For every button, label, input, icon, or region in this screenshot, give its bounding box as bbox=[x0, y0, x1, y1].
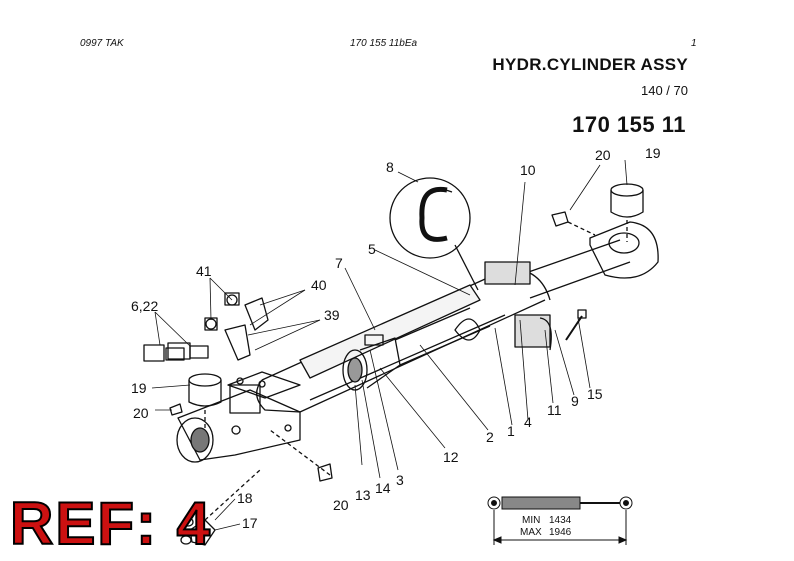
port-block bbox=[227, 371, 301, 399]
rod-eye bbox=[589, 221, 659, 279]
callout-label: 10 bbox=[520, 162, 536, 178]
header-doc-number: 170 155 11bEa bbox=[350, 38, 418, 49]
bushings bbox=[188, 183, 644, 430]
leader-lines bbox=[151, 159, 628, 531]
min-length-label: MIN bbox=[522, 515, 541, 526]
callout-label: 6,22 bbox=[131, 298, 159, 314]
callout-label: 20 bbox=[333, 497, 349, 513]
callout-label: 39 bbox=[324, 307, 340, 323]
length-schematic bbox=[487, 496, 633, 545]
callout-label: 7 bbox=[335, 255, 343, 271]
callout-label: 20 bbox=[595, 147, 611, 163]
base-clevis bbox=[176, 384, 301, 463]
header-page-number: 1 bbox=[691, 38, 697, 49]
callout-label: 41 bbox=[196, 263, 212, 279]
fittings bbox=[143, 292, 269, 362]
cylinder-barrel bbox=[256, 267, 551, 413]
grease-nipples bbox=[169, 211, 596, 482]
callout-label: 1 bbox=[507, 423, 515, 439]
ref-stamp: REF: 4 bbox=[9, 490, 213, 557]
callout-label: 20 bbox=[133, 405, 149, 421]
callout-label: 15 bbox=[587, 386, 603, 402]
part-number: 170 155 11 bbox=[572, 112, 686, 137]
bolt bbox=[565, 309, 587, 341]
bottom-hardware bbox=[180, 469, 261, 546]
drawing-title: HYDR.CYLINDER ASSY bbox=[492, 55, 688, 74]
callout-label: 8 bbox=[386, 159, 394, 175]
callout-label: 19 bbox=[645, 145, 661, 161]
callout-label: 11 bbox=[547, 402, 562, 418]
callout-label: 13 bbox=[355, 487, 371, 503]
header-doc-code: 0997 TAK bbox=[80, 38, 124, 49]
callout-label: 17 bbox=[242, 515, 258, 531]
piston bbox=[342, 334, 401, 391]
piston-rod bbox=[394, 239, 631, 366]
callout-label: 4 bbox=[524, 414, 532, 430]
callout-label: 2 bbox=[486, 429, 494, 445]
gland bbox=[454, 261, 552, 351]
callout-label: 18 bbox=[237, 490, 253, 506]
max-length-label: MAX bbox=[520, 527, 542, 538]
callout-label: 3 bbox=[396, 472, 404, 488]
callout-label: 14 bbox=[375, 480, 391, 496]
callout-label: 40 bbox=[311, 277, 327, 293]
max-length-value: 1946 bbox=[549, 527, 572, 538]
callout-label: 5 bbox=[368, 241, 376, 257]
callout-label: 12 bbox=[443, 449, 459, 465]
callout-label: 9 bbox=[571, 393, 579, 409]
drawing-subtitle: 140 / 70 bbox=[641, 83, 688, 98]
min-length-value: 1434 bbox=[549, 515, 572, 526]
callout-label: 19 bbox=[131, 380, 147, 396]
seal-detail bbox=[389, 177, 479, 291]
